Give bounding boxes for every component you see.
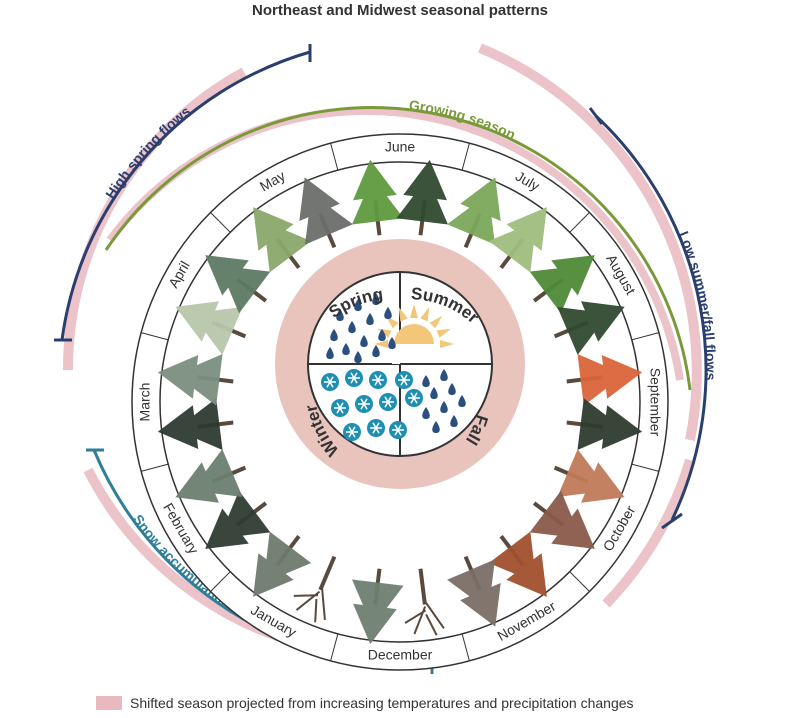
- tree-icon: [404, 568, 445, 636]
- tree-icon: [553, 301, 625, 355]
- tree-icon: [488, 531, 547, 597]
- tree-icon: [175, 449, 247, 503]
- raindrop-icon: [372, 293, 380, 305]
- legend-swatch-shifted: [96, 696, 122, 710]
- tree-icon: [205, 490, 271, 549]
- raindrop-icon: [366, 313, 374, 325]
- spring-raindrops: [326, 293, 396, 363]
- snowflake-icon: [369, 371, 387, 389]
- legend: Shifted season projected from increasing…: [96, 692, 634, 714]
- raindrop-icon: [448, 383, 456, 395]
- snowflake-icon: [367, 419, 385, 437]
- snowflake-icon: [389, 421, 407, 439]
- raindrop-icon: [384, 307, 392, 319]
- low-flows-end-tick: [661, 512, 683, 530]
- tree-icon: [566, 353, 643, 406]
- raindrop-icon: [326, 347, 334, 359]
- raindrop-icon: [354, 351, 362, 363]
- raindrop-icon: [372, 345, 380, 357]
- tree-ring: [157, 159, 643, 645]
- snowflake-icon: [379, 393, 397, 411]
- tree-icon: [529, 490, 595, 549]
- tree-icon: [488, 207, 547, 273]
- raindrop-icon: [330, 329, 338, 341]
- tree-icon: [253, 531, 312, 597]
- tree-icon: [447, 555, 501, 627]
- tree-icon: [293, 555, 337, 623]
- diagram-title: Northeast and Midwest seasonal patterns: [252, 2, 548, 19]
- tree-icon: [157, 398, 234, 451]
- raindrop-icon: [440, 369, 448, 381]
- snowflake-icon: [405, 389, 423, 407]
- raindrop-icon: [354, 299, 362, 311]
- tree-icon: [529, 255, 595, 314]
- snowflake-icon: [321, 373, 339, 391]
- raindrop-icon: [388, 337, 396, 349]
- month-label-september: September: [647, 368, 663, 437]
- tree-icon: [253, 207, 312, 273]
- raindrop-icon: [348, 321, 356, 333]
- month-dividers: [140, 142, 660, 662]
- shifted-band-low-flows: [478, 43, 702, 441]
- raindrop-icon: [432, 421, 440, 433]
- month-label-march: March: [137, 383, 153, 422]
- legend-label-shifted: Shifted season projected from increasing…: [130, 695, 634, 711]
- raindrop-icon: [422, 375, 430, 387]
- low-flows-start-tick: [588, 107, 604, 125]
- tree-icon: [299, 177, 353, 249]
- month-label-june: June: [385, 139, 416, 155]
- winter-snowflakes: [321, 369, 407, 441]
- raindrop-icon: [378, 329, 386, 341]
- raindrop-icon: [458, 395, 466, 407]
- snowflake-icon: [345, 369, 363, 387]
- snowflake-icon: [355, 395, 373, 413]
- snowflake-icon: [343, 423, 361, 441]
- shifted-band-low-flows-end: [602, 458, 695, 608]
- raindrop-icon: [342, 343, 350, 355]
- season-wheel-center: Spring Summer Fall Winter: [275, 239, 525, 489]
- tree-icon: [205, 255, 271, 314]
- tree-icon: [553, 449, 625, 503]
- high-spring-flows-label: High spring flows: [102, 103, 193, 202]
- raindrop-icon: [450, 415, 458, 427]
- raindrop-icon: [360, 335, 368, 347]
- tree-icon: [566, 398, 643, 451]
- tree-icon: [396, 159, 449, 236]
- raindrop-icon: [440, 401, 448, 413]
- raindrop-icon: [422, 407, 430, 419]
- fall-snowflakes: [395, 371, 423, 407]
- raindrop-icon: [336, 309, 344, 321]
- tree-icon: [351, 159, 404, 236]
- snowflake-icon: [331, 399, 349, 417]
- sun-icon: [374, 304, 492, 365]
- tree-icon: [157, 353, 234, 406]
- tree-icon: [175, 301, 247, 355]
- month-label-december: December: [368, 647, 433, 663]
- tree-icon: [351, 568, 404, 645]
- tree-icon: [447, 177, 501, 249]
- snowflake-icon: [395, 371, 413, 389]
- raindrop-icon: [430, 387, 438, 399]
